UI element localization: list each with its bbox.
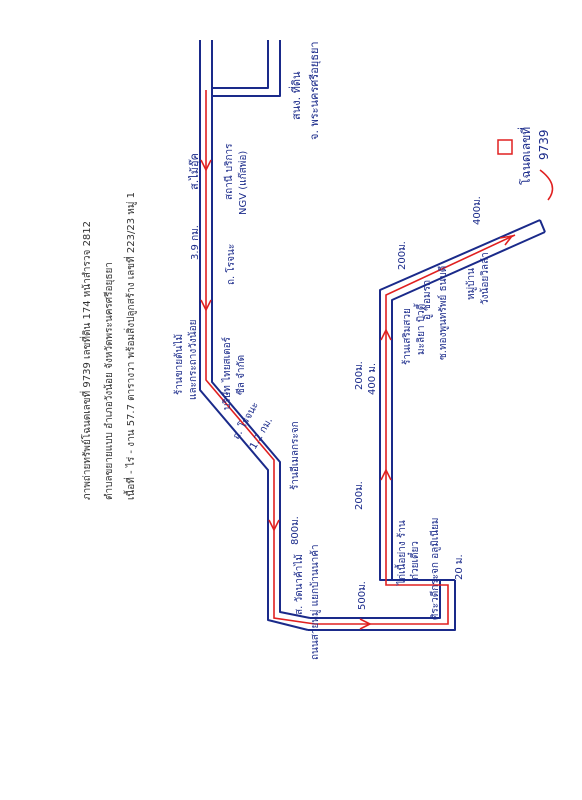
property-pointer-arrow	[539, 169, 554, 201]
label-gas-station: สถานี บริการ	[223, 143, 235, 200]
label-distance-500: 500ม.	[357, 581, 368, 610]
label-bottom-road: ถนนสายหมู่ แยกบ้านนาค้า	[309, 544, 321, 660]
label-store-a2: ก๋วยเตี๋ยว	[407, 541, 421, 580]
label-store-c4: ซ.ทองพูนทรัพย์ ธนบดี	[437, 266, 449, 360]
route-arrow-3	[268, 519, 280, 532]
route-line	[205, 90, 516, 625]
main-road-left-edge	[199, 40, 309, 631]
label-shop-1b: และกระถางวังน้อย	[187, 320, 199, 401]
label-village-2: วังน้อยวิลล่า	[479, 252, 491, 305]
map-labels: สนง. ที่ดิน จ. พระนครศรีอยุธยา ส.ไม้อุ๊ค…	[173, 41, 551, 660]
header-line-3: เนื้อที่ - ไร่ - งาน 57.7 ตารางวา พร้อมส…	[123, 192, 137, 500]
label-ngv: NGV (แก๊สพ่อ)	[237, 151, 249, 215]
bottom-road-lower	[308, 580, 456, 631]
label-distance-200b: 200ม.	[354, 361, 365, 390]
main-road-right-edge	[211, 40, 311, 619]
label-province: จ. พระนครศรีอยุธยา	[308, 41, 321, 140]
label-distance-20: 20 ม.	[454, 554, 465, 580]
label-intersection-top: ส.ไม้อุ๊ค	[188, 153, 201, 190]
route-arrow-4	[359, 618, 372, 630]
route-arrow-2	[200, 299, 212, 312]
label-distance-200a: 200ม.	[354, 481, 365, 510]
label-distance-200c: 200ม.	[397, 241, 408, 270]
label-distance-3-9: 3.9 กม.	[190, 225, 201, 260]
top-branch-road-inner	[212, 40, 281, 97]
top-branch-road	[212, 40, 269, 89]
road-network	[199, 40, 546, 631]
label-store-a: ไก่เนื้อย่าง ร้าน	[394, 520, 408, 586]
route-arrow-6	[380, 328, 392, 341]
label-company-2: ซีล จำกัด	[235, 355, 247, 395]
label-road-d: ถ. โรจนะ	[224, 244, 237, 285]
label-shop-1: ร้านขายต้นไม้	[173, 334, 185, 395]
label-village: หมู่บ้าน	[465, 268, 477, 300]
label-deed: โฉนดเลขที่	[517, 127, 533, 185]
label-hq: สนง. ที่ดิน	[288, 71, 303, 120]
label-company: บริษัท ไทยสเตอร์	[221, 336, 233, 410]
label-distance-400b: 400ม.	[472, 196, 483, 225]
label-shop-2: ร้านอีเมลกระจก	[289, 421, 301, 490]
label-store-c3: อู่ ซ่อมรถ	[422, 280, 433, 320]
header-line-1: ภาพถ่ายทรัพย์โฉนดเลขที่ 9739 เลขที่ดิน 1…	[79, 221, 93, 500]
label-deed-number: 9739	[537, 129, 551, 160]
route-arrow-7	[499, 234, 514, 246]
label-store-b: ศิระวดีกระจก อลูมิเนียม	[429, 517, 441, 620]
soi-road-right	[391, 231, 546, 581]
label-store-c: ร้านเสริมสวย	[401, 308, 413, 365]
label-distance-800: 800ม.	[290, 516, 301, 545]
label-turn-left: ส. วัดนาค้าไม้	[293, 554, 305, 615]
bottom-road-upper	[310, 580, 441, 619]
route-arrow-1	[200, 159, 212, 172]
soi-end	[539, 219, 546, 233]
header-line-2: ตำบลขยายแบบ อำเภอวังน้อย จังหวัดพระนครศร…	[103, 262, 115, 500]
property-marker	[497, 139, 513, 155]
label-store-c2: มะลิยา บิวตี้	[413, 303, 427, 355]
header-block: ภาพถ่ายทรัพย์โฉนดเลขที่ 9739 เลขที่ดิน 1…	[79, 192, 137, 500]
route-arrow-5	[380, 468, 392, 481]
route-path	[200, 90, 516, 630]
label-distance-400: 400 ม.	[367, 363, 378, 395]
